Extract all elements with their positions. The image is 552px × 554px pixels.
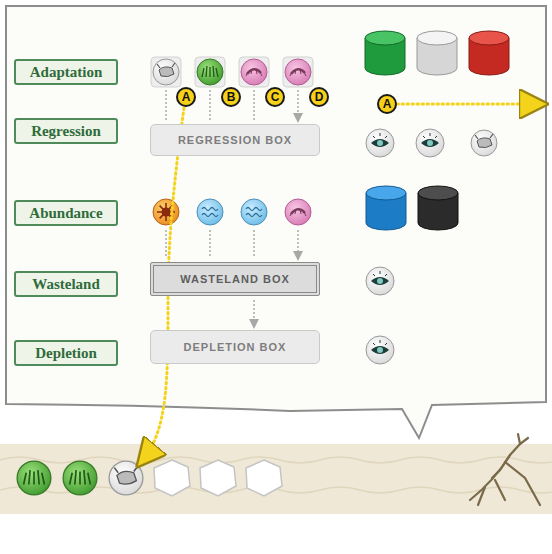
box-title: WASTELAND BOX bbox=[180, 273, 290, 285]
area-box: WASTELAND BOX bbox=[150, 262, 320, 296]
area-box: REGRESSION BOX bbox=[150, 124, 320, 156]
row-label: Depletion bbox=[14, 340, 118, 366]
box-title: DEPLETION BOX bbox=[184, 341, 287, 353]
row-title: Wasteland bbox=[32, 276, 100, 293]
callout-letter: B bbox=[221, 87, 241, 107]
row-title: Depletion bbox=[35, 345, 97, 362]
callout-letter: D bbox=[309, 87, 329, 107]
row-title: Regression bbox=[31, 123, 101, 140]
area-box: DEPLETION BOX bbox=[150, 330, 320, 364]
row-label: Wasteland bbox=[14, 271, 118, 297]
row-title: Adaptation bbox=[30, 64, 103, 81]
callout-letter: A bbox=[176, 87, 196, 107]
row-label: Adaptation bbox=[14, 59, 118, 85]
row-title: Abundance bbox=[29, 205, 102, 222]
row-label: Abundance bbox=[14, 200, 118, 226]
callout-letter: C bbox=[265, 87, 285, 107]
callout-letter: A bbox=[377, 94, 397, 114]
box-title: REGRESSION BOX bbox=[178, 134, 292, 146]
row-label: Regression bbox=[14, 118, 118, 144]
